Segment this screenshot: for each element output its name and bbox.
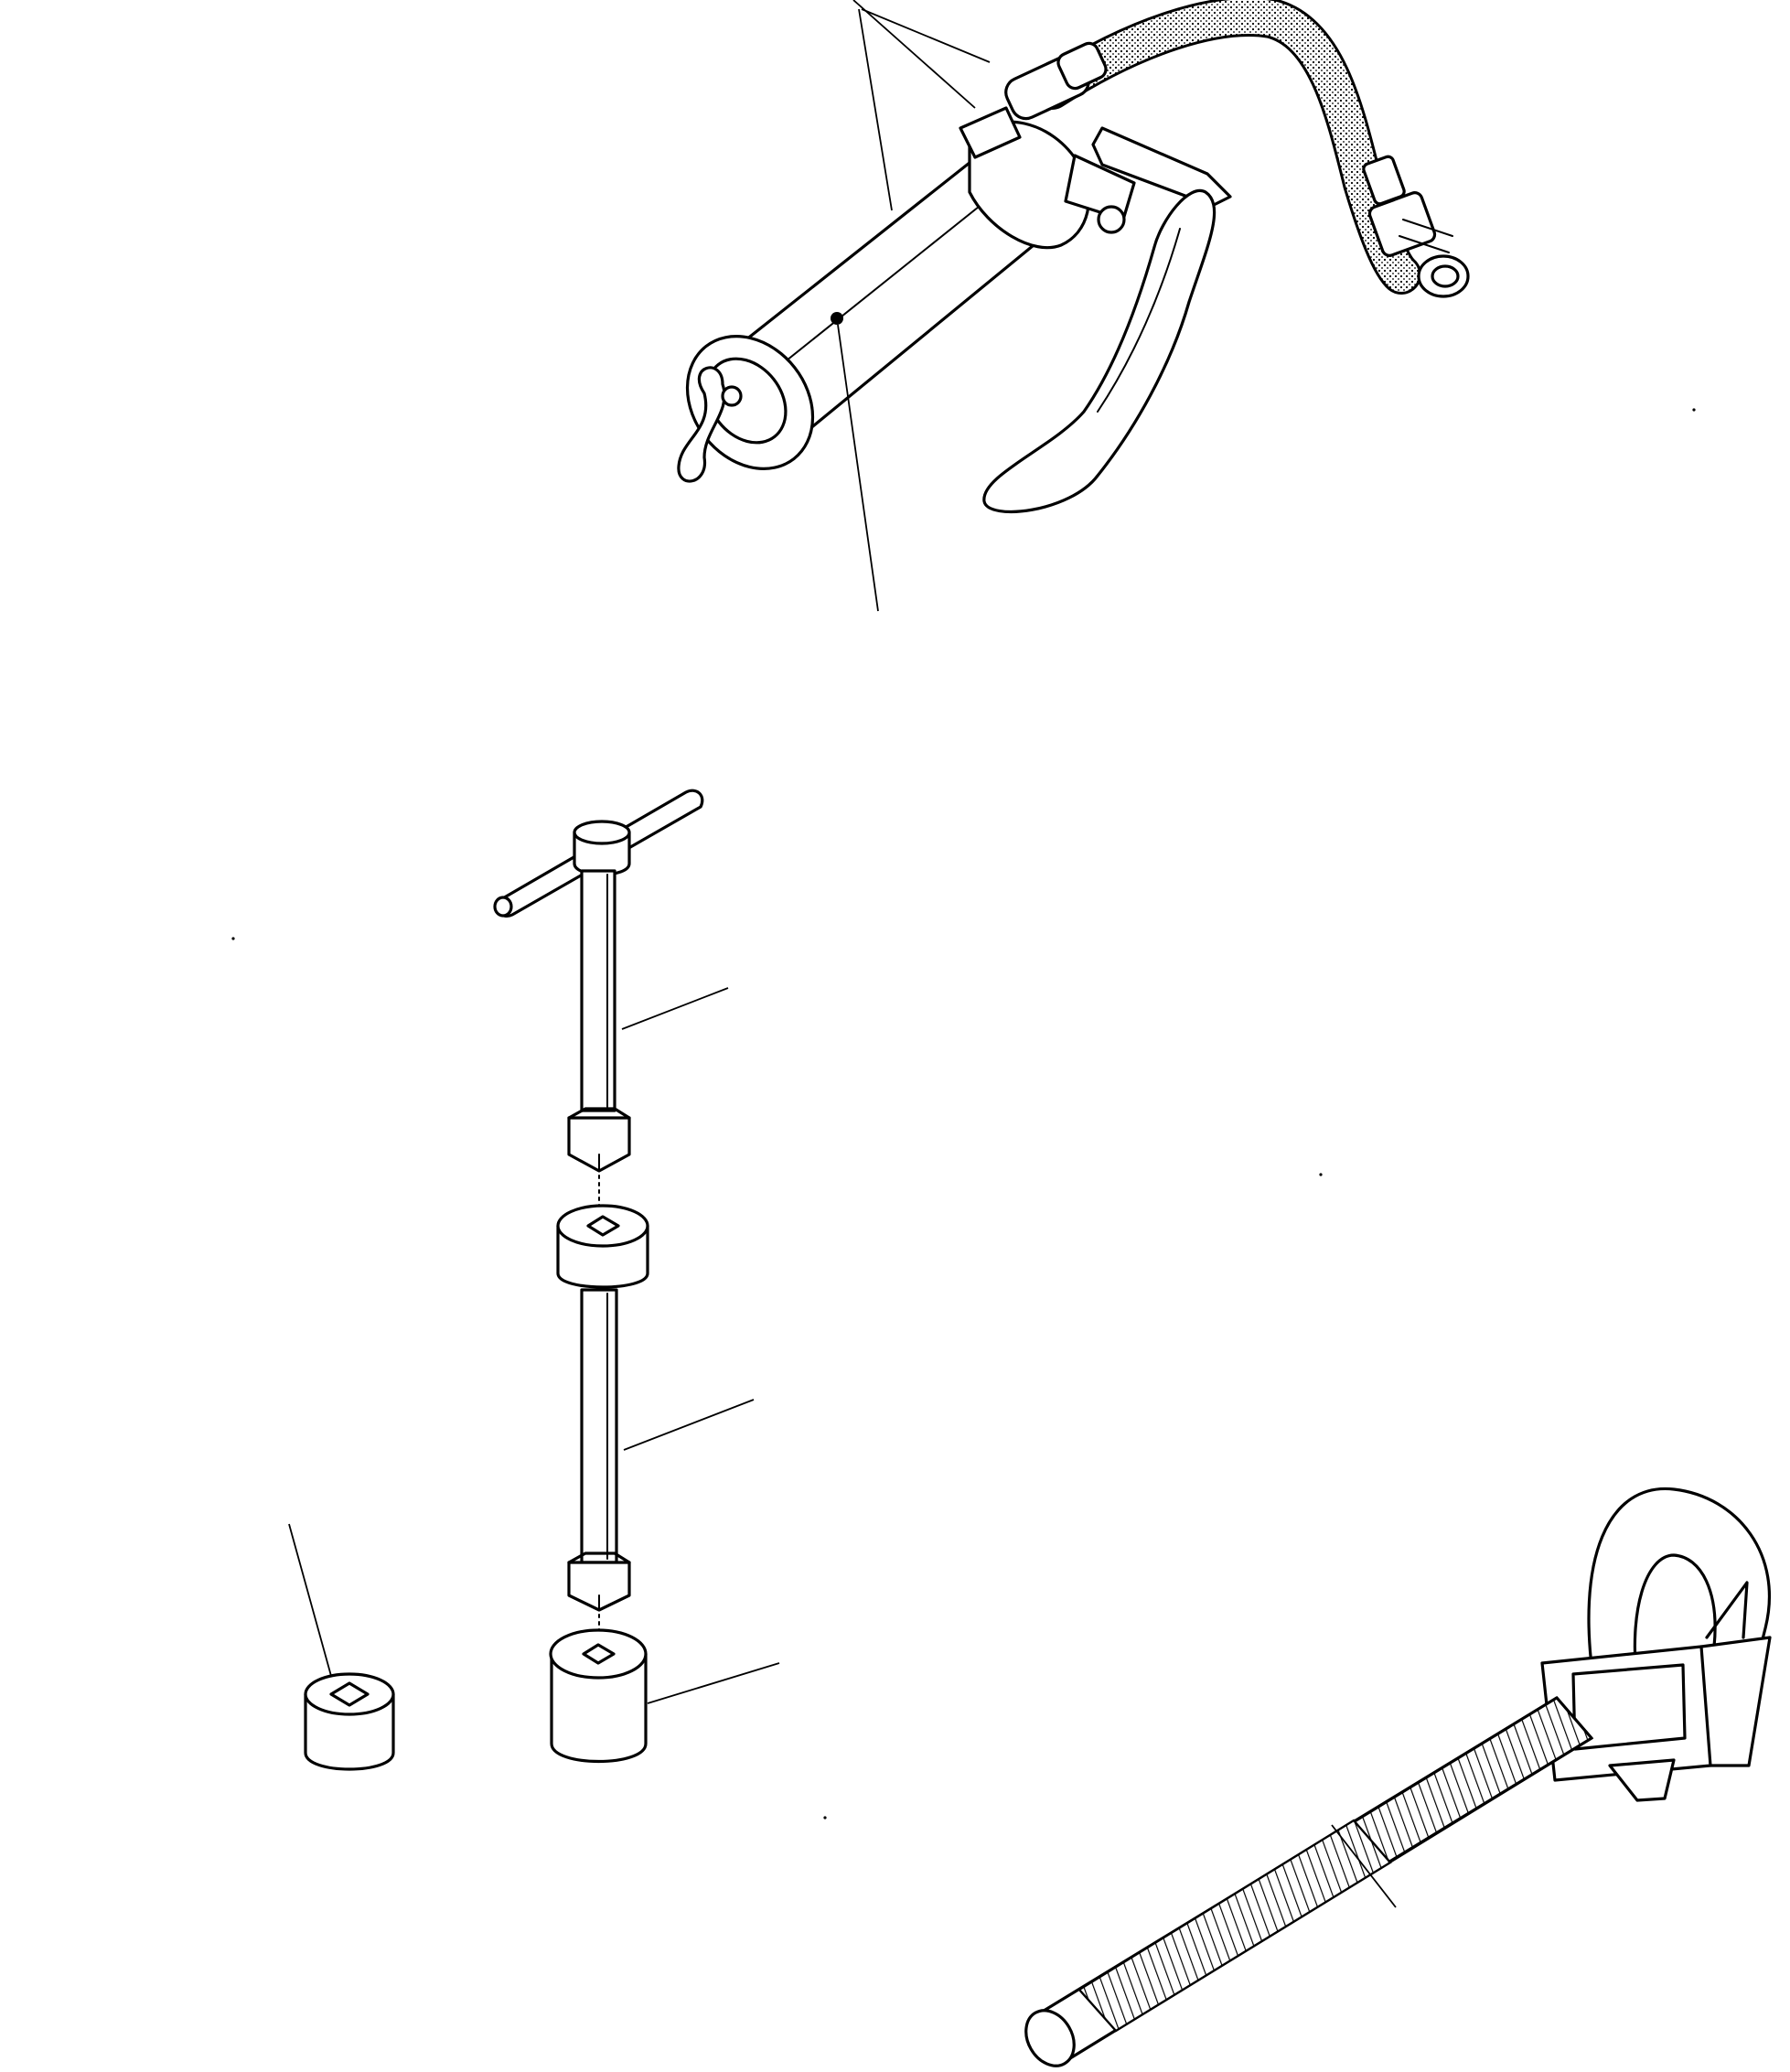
scan-speck [1692,408,1696,412]
t-handle-leader [621,987,729,1030]
socket-icon [549,1628,648,1763]
grease-gun-coupler [1362,155,1470,298]
grease-gun-leaders [837,0,991,612]
threaded-rod-icon [1024,1487,1772,2067]
socket-large-leader [647,1662,780,1704]
grease-gun-head [959,106,1232,250]
socket-small-leader [288,1523,332,1677]
scan-speck [823,1816,827,1820]
grease-gun-hose-fitting [1004,41,1108,121]
scan-speck [231,937,235,940]
grease-gun-icon [677,0,1470,513]
grease-gun-barrel [677,154,1056,483]
socket-icon [304,1672,395,1771]
grease-gun-lever [982,188,1217,513]
scan-speck [1319,1173,1323,1176]
extension-bar-leader [623,1399,755,1451]
t-handle-icon [493,789,704,1208]
track-adjuster-leader [1331,1824,1397,1908]
extension-bar-icon [556,1204,649,1643]
